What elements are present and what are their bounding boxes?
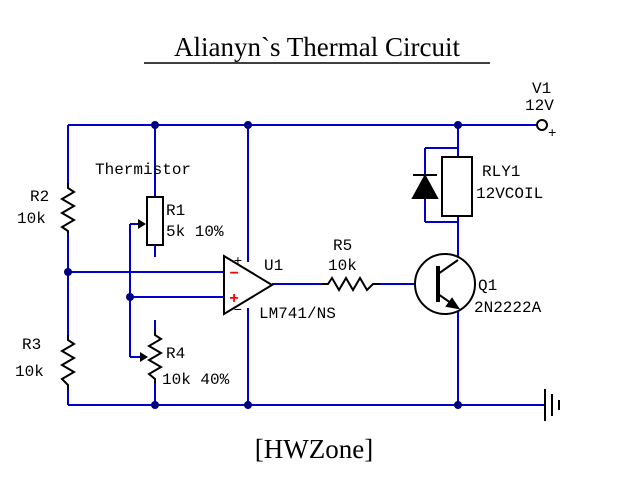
r4-wiper-arrow bbox=[140, 352, 148, 362]
v1-value-label: 12V bbox=[525, 97, 554, 115]
r3-value-label: 10k bbox=[15, 363, 44, 381]
ground-icon bbox=[544, 389, 560, 421]
junction-dot bbox=[64, 268, 72, 276]
junction-dot bbox=[126, 293, 134, 301]
resistor-r3 bbox=[60, 335, 76, 390]
schematic-title: Alianyn`s Thermal Circuit bbox=[174, 32, 460, 62]
resistor-r2 bbox=[60, 183, 76, 233]
u1-part-label: LM741/NS bbox=[259, 305, 336, 323]
junction-dot bbox=[454, 121, 462, 129]
potentiometer-r1 bbox=[146, 196, 164, 246]
thermistor-label: Thermistor bbox=[95, 161, 191, 179]
r2-value-label: 10k bbox=[17, 210, 46, 228]
flyback-diode bbox=[411, 173, 439, 199]
junctions bbox=[64, 121, 462, 409]
opamp-u1 bbox=[223, 254, 274, 316]
wires bbox=[67, 124, 545, 406]
r5-name-label: R5 bbox=[333, 237, 352, 255]
opamp-noninverting-sign: + bbox=[229, 290, 239, 308]
resistor-r5 bbox=[322, 276, 380, 292]
footer-credit: [HWZone] bbox=[255, 434, 373, 464]
r3-name-label: R3 bbox=[22, 336, 41, 354]
junction-dot bbox=[151, 121, 159, 129]
q1-part-label: 2N2222A bbox=[474, 299, 542, 317]
junction-dot bbox=[454, 401, 462, 409]
q1-name-label: Q1 bbox=[478, 277, 497, 295]
q1-emitter-arrow bbox=[445, 297, 461, 310]
transistor-q1 bbox=[414, 253, 476, 315]
r2-name-label: R2 bbox=[30, 188, 49, 206]
r1-name-label: R1 bbox=[166, 202, 185, 220]
r5-value-label: 10k bbox=[328, 257, 357, 275]
components bbox=[60, 119, 560, 421]
r4-value-label: 10k 40% bbox=[162, 371, 230, 389]
junction-dot bbox=[151, 401, 159, 409]
opamp-supply-minus-sign: − bbox=[234, 303, 242, 319]
r4-name-label: R4 bbox=[166, 345, 185, 363]
junction-dot bbox=[244, 121, 252, 129]
u1-name-label: U1 bbox=[264, 257, 283, 275]
v1-plus-sign: + bbox=[548, 126, 556, 142]
r1-wiper-arrow bbox=[138, 219, 146, 229]
rly1-name-label: RLY1 bbox=[482, 163, 520, 181]
v1-name-label: V1 bbox=[532, 80, 551, 98]
opamp-inverting-sign: − bbox=[229, 265, 239, 283]
r1-value-label: 5k 10% bbox=[166, 223, 224, 241]
q1-collector bbox=[437, 259, 459, 275]
opamp-supply-plus-sign: + bbox=[234, 254, 242, 270]
potentiometer-r4 bbox=[147, 330, 163, 383]
rly1-value-label: 12VCOIL bbox=[476, 185, 543, 203]
supply-terminal-icon bbox=[536, 119, 548, 131]
relay-coil-rly1 bbox=[441, 156, 473, 217]
junction-dot bbox=[244, 401, 252, 409]
